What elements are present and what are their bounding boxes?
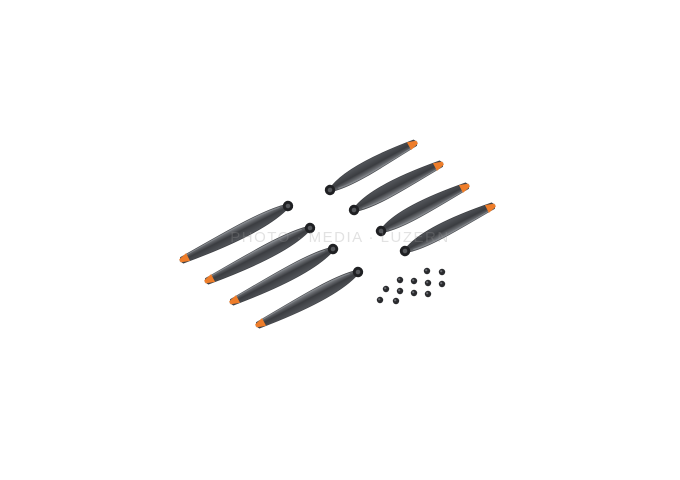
- screw: [410, 289, 418, 297]
- screw: [396, 276, 404, 284]
- propeller-blade: [179, 200, 294, 264]
- screw: [423, 267, 431, 275]
- screw: [382, 285, 390, 293]
- screw: [424, 290, 432, 298]
- screw: [396, 287, 404, 295]
- propeller-blade: [348, 160, 444, 216]
- propeller-blade: [375, 182, 470, 237]
- screw: [410, 277, 418, 285]
- screw: [424, 279, 432, 287]
- screw: [438, 268, 446, 276]
- screw: [376, 296, 384, 304]
- screw: [438, 280, 446, 288]
- propeller-blade: [399, 202, 496, 257]
- propeller-blade: [229, 243, 339, 306]
- propeller-blade: [204, 222, 316, 285]
- screw: [392, 297, 400, 305]
- propeller-blade: [255, 266, 364, 329]
- propeller-blade: [324, 139, 418, 196]
